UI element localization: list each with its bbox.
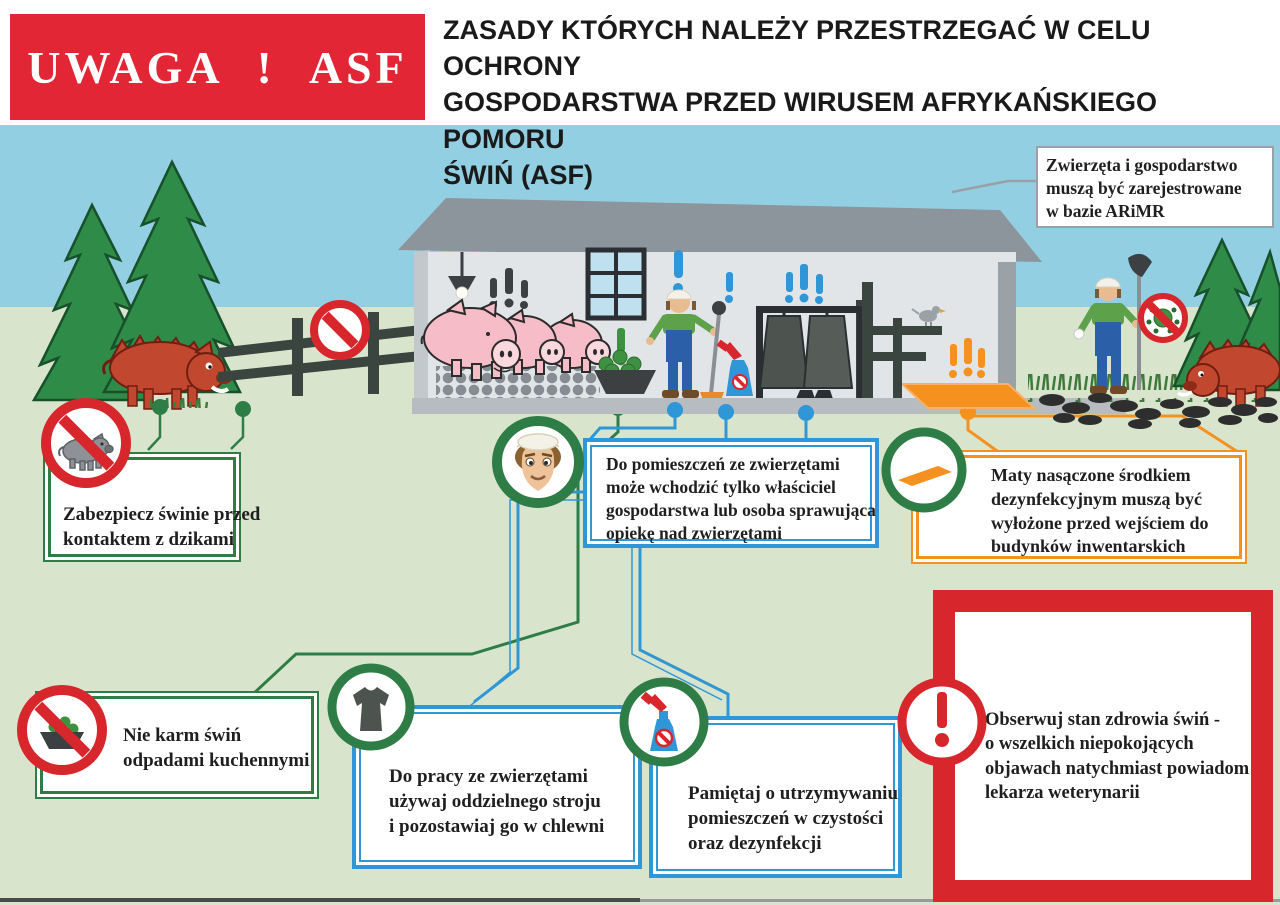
work-clothes-tshirt-icon [325, 661, 417, 753]
no-wild-boar-pig-icon [38, 395, 134, 491]
wild-boar-left [102, 334, 232, 410]
callout-entry: Do pomieszczeń ze zwierzętami może wchod… [583, 438, 879, 548]
entrance-mat-marks [949, 338, 985, 378]
farmer-right [1073, 253, 1152, 394]
pigs [420, 298, 611, 381]
yard-fence [862, 282, 942, 398]
callout-vet-text: Obserwuj stan zdrowia świń - o wszelkich… [985, 710, 1250, 804]
disinfection-mat-icon [878, 424, 970, 516]
soil-clods [1039, 393, 1278, 429]
callout-cleaning: Pamiętaj o utrzymywaniu pomieszczeń w cz… [649, 716, 902, 878]
spray-bottle-barn [716, 339, 753, 396]
callout-kitchen-waste-text: Nie karm świń odpadami kuchennymi [123, 725, 310, 772]
farmer-face-icon [489, 413, 587, 511]
poster-header: UWAGA ! ASF ZASADY KTÓRYCH NALEŻY PRZEST… [0, 0, 1280, 190]
farmer-inside [646, 250, 718, 398]
warning-banner: UWAGA ! ASF [10, 14, 425, 120]
clothes-rack [756, 264, 864, 399]
callout-cleaning-text: Pamiętaj o utrzymywaniu pomieszczeń w cz… [688, 783, 899, 855]
callout-vet: Obserwuj stan zdrowia świń - o wszelkich… [933, 590, 1273, 902]
callout-mats-text: Maty nasączone środkiem dezynfekcyjnym m… [991, 465, 1209, 557]
callout-clothing-text: Do pracy ze zwierzętami używaj oddzielne… [389, 766, 605, 838]
callout-registration: Zwierzęta i gospodarstwo muszą być zarej… [1036, 146, 1274, 228]
poster-title: ZASADY KTÓRYCH NALEŻY PRZESTRZEGAĆ W CEL… [443, 15, 1158, 190]
pig-barn [398, 198, 1126, 414]
bird [911, 306, 946, 326]
spray-disinfectant-icon [617, 675, 711, 769]
callout-registration-text: Zwierzęta i gospodarstwo muszą być zarej… [1046, 155, 1242, 222]
no-entry-sign [310, 300, 370, 360]
disinfection-mat [899, 383, 1037, 409]
registration-connector [951, 179, 1036, 194]
green-connectors [147, 415, 620, 697]
alert-exclamation-icon [894, 674, 990, 770]
callout-mats: Maty nasączone środkiem dezynfekcyjnym m… [911, 450, 1247, 564]
no-kitchen-waste-icon [14, 682, 110, 778]
callout-wild-boars-text: Zabezpiecz świnie przed kontaktem z dzik… [63, 504, 261, 551]
callout-entry-text: Do pomieszczeń ze zwierzętami może wchod… [606, 454, 876, 544]
feed-trough [594, 328, 656, 394]
orange-connectors [966, 414, 1239, 458]
no-virus-sign [1138, 293, 1188, 343]
